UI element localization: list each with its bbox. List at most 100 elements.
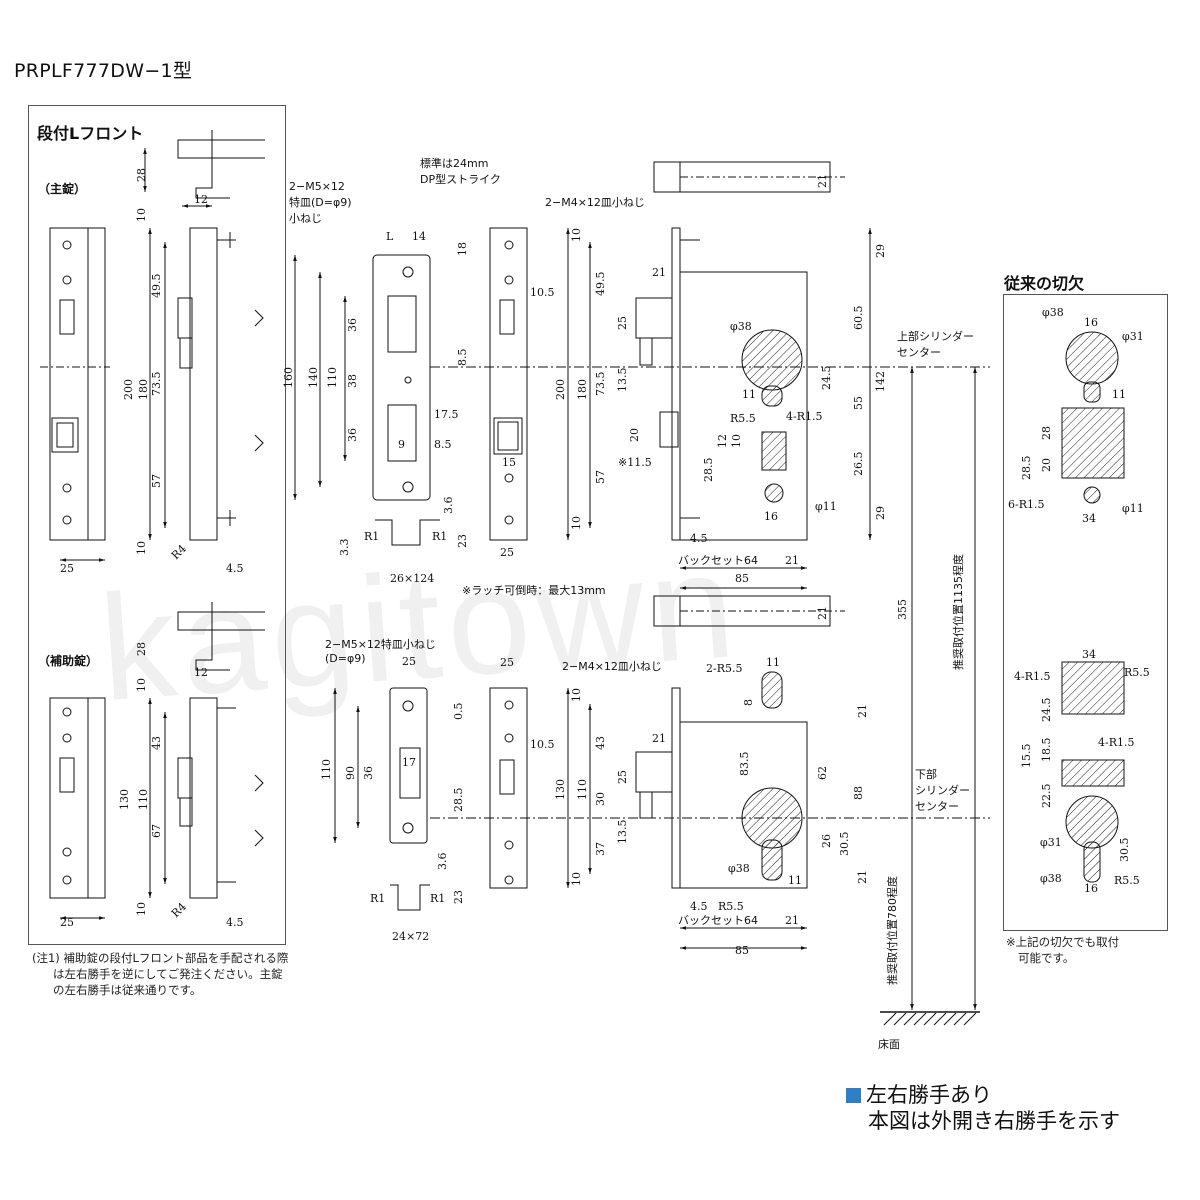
dim-label: 28.5 xyxy=(1020,456,1033,481)
dim-label: 20 xyxy=(628,428,641,442)
dim-label: 10.5 xyxy=(530,738,555,751)
dim-label: 43 xyxy=(594,736,607,750)
dim-label: 25 xyxy=(402,655,416,668)
screw-m4-label: 2−M4×12皿小ねじ xyxy=(545,196,645,209)
dim-label: φ38 xyxy=(1042,306,1064,319)
dim-label: 28 xyxy=(135,168,148,182)
dim-label: ※11.5 xyxy=(618,456,652,469)
dim-label: 28.5 xyxy=(452,788,465,813)
dim-label: 140 xyxy=(307,367,320,388)
dim-label: φ11 xyxy=(1122,502,1144,515)
dim-label: 67 xyxy=(150,824,163,838)
sub-strike-plate xyxy=(389,687,428,844)
lower-cylinder-label: シリンダー xyxy=(915,783,970,797)
dim-label: 57 xyxy=(150,474,163,488)
dim-label: 11 xyxy=(766,656,780,669)
dim-label: 8 xyxy=(742,699,755,706)
dim-label: 16 xyxy=(1084,316,1098,329)
sub-lock-case xyxy=(679,721,808,889)
dim-label: L xyxy=(386,230,394,243)
dim-label: 21 xyxy=(856,704,869,718)
dim-label: R5.5 xyxy=(718,900,744,913)
dim-label: 29 xyxy=(874,506,887,520)
backset-label: バックセット64 xyxy=(678,914,758,927)
dim-label: 21 xyxy=(652,732,666,745)
dim-label: 24.5 xyxy=(1040,698,1053,723)
dim-label: 30.5 xyxy=(1118,838,1131,863)
dim-label: 15 xyxy=(502,456,516,469)
dim-label: 85 xyxy=(735,944,749,957)
left-note-line: の左右勝手は従来通りです。 xyxy=(53,983,202,997)
dim-label: 110 xyxy=(326,367,339,388)
dim-label: 8.5 xyxy=(434,438,452,451)
dim-label: 55 xyxy=(852,396,865,410)
dim-label: 11 xyxy=(788,874,802,887)
main-deadbolt xyxy=(51,417,79,453)
right-note: ※上記の切欠でも取付 可能です。 xyxy=(1006,934,1119,966)
dim-label: 10 xyxy=(135,678,148,692)
dim-label: R1 xyxy=(364,530,379,543)
dim-label: 3.3 xyxy=(338,539,351,557)
right-panel-frame xyxy=(1003,294,1168,931)
dim-label: 21 xyxy=(785,914,799,927)
dim-label: 10 xyxy=(570,516,583,530)
dim-label: 12 xyxy=(194,666,208,679)
left-note: (注1) 補助錠の段付Lフロント部品を手配される際 は左右勝手を逆にしてご発注く… xyxy=(32,950,288,998)
dim-label: 14 xyxy=(412,230,426,243)
dim-label: 3.6 xyxy=(442,497,455,515)
dim-label: 6-R1.5 xyxy=(1008,498,1045,511)
left-note-line: は左右勝手を逆にしてご発注ください。主錠 xyxy=(53,967,283,981)
dim-label: 73.5 xyxy=(594,372,607,397)
lower-cylinder-label: 下部 xyxy=(915,767,937,781)
dim-label: 22.5 xyxy=(1040,784,1053,809)
legend-square-icon xyxy=(846,1088,861,1103)
dim-label: 28.5 xyxy=(702,458,715,483)
dim-label: 21 xyxy=(856,870,869,884)
dim-label: 11 xyxy=(742,388,756,401)
dim-label: 73.5 xyxy=(150,372,163,397)
strike-type-label: DP型ストライク xyxy=(420,172,501,186)
dim-label: 180 xyxy=(137,379,150,400)
dim-label: R1 xyxy=(432,530,447,543)
dim-label: R4 xyxy=(169,542,189,562)
page-title: PRPLF777DW−1型 xyxy=(14,60,193,82)
sub-lock-front xyxy=(489,687,528,889)
dim-label: φ11 xyxy=(815,500,837,513)
screw-main-label: 特皿(D=φ9) xyxy=(289,195,352,209)
dim-label: 25 xyxy=(616,316,629,330)
dim-label: φ31 xyxy=(1040,836,1062,849)
dim-label: 34 xyxy=(1082,512,1096,525)
dim-label: 4.5 xyxy=(690,532,708,545)
dim-label: 355 xyxy=(896,599,909,620)
dim-label: 62 xyxy=(816,766,829,780)
dim-label: R1 xyxy=(370,892,385,905)
dim-label: 130 xyxy=(554,779,567,800)
dim-label: R5.5 xyxy=(730,412,756,425)
install-lower-label: 推奨取付位置780程度 xyxy=(885,876,899,985)
main-lock-label: （主錠） xyxy=(38,182,87,196)
left-note-line: (注1) 補助錠の段付Lフロント部品を手配される際 xyxy=(32,951,289,965)
dim-label: 10 xyxy=(570,228,583,242)
dim-label: 36 xyxy=(346,428,359,442)
dim-label: 26.5 xyxy=(852,452,865,477)
dim-label: 90 xyxy=(344,766,357,780)
dim-label: 11 xyxy=(1112,388,1126,401)
screw-sub-label: (D=φ9) xyxy=(325,652,366,665)
dim-label: 10 xyxy=(135,541,148,555)
dim-label: 110 xyxy=(137,789,150,810)
dim-label: 10 xyxy=(730,434,743,448)
strike-std-label: 標準は24mm xyxy=(420,156,488,170)
dim-label: 10.5 xyxy=(530,286,555,299)
main-lock-case xyxy=(679,271,808,541)
dim-label: 21 xyxy=(785,554,799,567)
dim-label: 38 xyxy=(346,374,359,388)
dim-label: 4.5 xyxy=(690,900,708,913)
strike-size-label: 24×72 xyxy=(392,930,429,943)
dim-label: 21 xyxy=(816,174,829,188)
dim-label: 13.5 xyxy=(616,820,629,845)
legend-line: 本図は外開き右勝手を示す xyxy=(868,1109,1120,1133)
dim-label: R4 xyxy=(169,900,189,920)
dim-label: 23 xyxy=(452,890,465,904)
left-panel-title: 段付Lフロント xyxy=(37,124,144,143)
